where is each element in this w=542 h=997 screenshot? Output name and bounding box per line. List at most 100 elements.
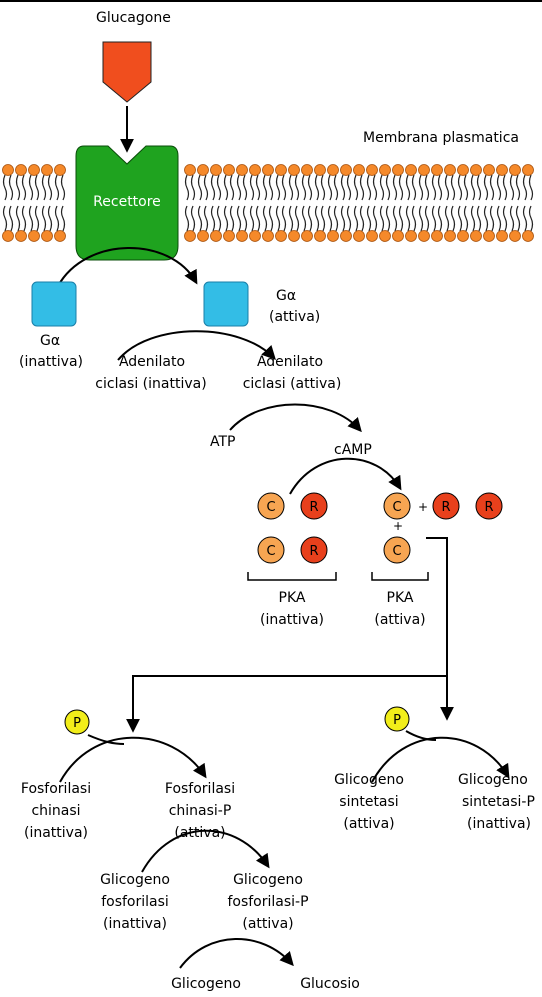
lipid-tail bbox=[457, 174, 463, 201]
lipid-tail bbox=[15, 174, 21, 201]
lipid-tail bbox=[34, 174, 40, 201]
pka-active-bracket bbox=[371, 572, 429, 581]
lipid-tail bbox=[405, 205, 411, 232]
lipid-head bbox=[197, 230, 209, 242]
lipid-tail bbox=[476, 174, 482, 201]
lipid-tail bbox=[2, 205, 8, 232]
lipid-head bbox=[418, 230, 430, 242]
g-alpha-active-box bbox=[203, 281, 249, 327]
lipid-head bbox=[509, 230, 521, 242]
lipid-tail bbox=[502, 205, 508, 232]
lipid-tail bbox=[190, 174, 196, 201]
lipid-tail bbox=[203, 174, 209, 201]
pka-inactive-c1 bbox=[257, 492, 285, 520]
lipid-head bbox=[418, 164, 430, 176]
lipid-tail bbox=[223, 174, 229, 201]
adenylate-inactive-line1: Adenilato bbox=[119, 354, 185, 370]
lipid-tail bbox=[242, 174, 248, 201]
receptor-label: Recettore bbox=[93, 194, 161, 210]
lipid-tail bbox=[262, 205, 268, 232]
lipid-tail bbox=[294, 205, 300, 232]
lipid-tail bbox=[457, 205, 463, 232]
lipid-head bbox=[236, 230, 248, 242]
lipid-head bbox=[340, 164, 352, 176]
pka-inactive-c1-label: C bbox=[266, 500, 275, 515]
pka-to-synthase-arrow bbox=[426, 537, 454, 721]
lipid-tail bbox=[249, 174, 255, 201]
lipid-head bbox=[15, 230, 27, 242]
lipid-tail bbox=[418, 174, 424, 201]
lipid-tail bbox=[262, 174, 268, 201]
lipid-tail bbox=[450, 205, 456, 232]
lipid-tail bbox=[281, 174, 287, 201]
lipid-head bbox=[15, 164, 27, 176]
lipid-head bbox=[275, 230, 287, 242]
lipid-tail bbox=[333, 205, 339, 232]
lipid-tail bbox=[21, 205, 27, 232]
pka-free-r2 bbox=[475, 492, 503, 520]
lipid-tail bbox=[314, 174, 320, 201]
lipid-head bbox=[327, 164, 339, 176]
lipid-head bbox=[353, 230, 365, 242]
lipid-tail bbox=[255, 205, 261, 232]
kinase-active-line3: (attiva) bbox=[174, 825, 225, 841]
lipid-tail bbox=[515, 205, 521, 232]
lipid-tail bbox=[288, 205, 294, 232]
lipid-tail bbox=[411, 205, 417, 232]
lipid-head bbox=[522, 230, 534, 242]
kinase-active-line1: Fosforilasi bbox=[165, 781, 235, 797]
g-alpha-activation-arrow bbox=[57, 247, 198, 287]
lipid-tail bbox=[184, 205, 190, 232]
lipid-head bbox=[28, 164, 40, 176]
membrane-label: Membrana plasmatica bbox=[363, 130, 519, 146]
synthase-active-line2: sintetasi bbox=[339, 794, 398, 810]
lipid-tail bbox=[463, 174, 469, 201]
lipid-head bbox=[301, 230, 313, 242]
pka-inactive-c2 bbox=[257, 536, 285, 564]
lipid-tail bbox=[320, 174, 326, 201]
lipid-tail bbox=[424, 174, 430, 201]
phosphorylase-inactive-line3: (inattiva) bbox=[103, 916, 167, 932]
adenylate-inactive-line2: ciclasi (inattiva) bbox=[95, 376, 206, 392]
lipid-tail bbox=[353, 174, 359, 201]
pka-inactive-r1 bbox=[300, 492, 328, 520]
lipid-tail bbox=[528, 174, 534, 201]
lipid-head bbox=[405, 164, 417, 176]
lipid-head bbox=[379, 230, 391, 242]
pka-inactive-r2-label: R bbox=[309, 544, 318, 559]
lipid-tail bbox=[528, 205, 534, 232]
lipid-head bbox=[184, 164, 196, 176]
lipid-tail bbox=[418, 205, 424, 232]
lipid-tail bbox=[190, 205, 196, 232]
lipid-head bbox=[249, 164, 261, 176]
lipid-tail bbox=[385, 174, 391, 201]
lipid-tail bbox=[34, 205, 40, 232]
lipid-tail bbox=[236, 174, 242, 201]
phosphate-synthase bbox=[384, 706, 410, 732]
lipid-tail bbox=[314, 205, 320, 232]
pka-active-c1 bbox=[383, 492, 411, 520]
lipid-head bbox=[405, 230, 417, 242]
lipid-head bbox=[288, 230, 300, 242]
lipid-tail bbox=[268, 205, 274, 232]
lipid-head bbox=[41, 164, 53, 176]
lipid-head bbox=[444, 230, 456, 242]
lipid-tail bbox=[392, 205, 398, 232]
lipid-tail bbox=[28, 205, 34, 232]
lipid-tail bbox=[268, 174, 274, 201]
lipid-tail bbox=[216, 205, 222, 232]
phosphorylase-inactive-line1: Glicogeno bbox=[100, 872, 170, 888]
lipid-head bbox=[314, 164, 326, 176]
lipid-tail bbox=[509, 205, 515, 232]
lipid-tail bbox=[470, 205, 476, 232]
lipid-head bbox=[210, 230, 222, 242]
glucagon-label: Glucagone bbox=[96, 10, 171, 26]
lipid-tail bbox=[496, 205, 502, 232]
glycogen-to-glucose-arrow bbox=[179, 938, 294, 969]
atp-label: ATP bbox=[210, 434, 235, 450]
lipid-tail bbox=[2, 174, 8, 201]
lipid-tail bbox=[275, 174, 281, 201]
lipid-tail bbox=[8, 174, 14, 201]
lipid-tail bbox=[28, 174, 34, 201]
